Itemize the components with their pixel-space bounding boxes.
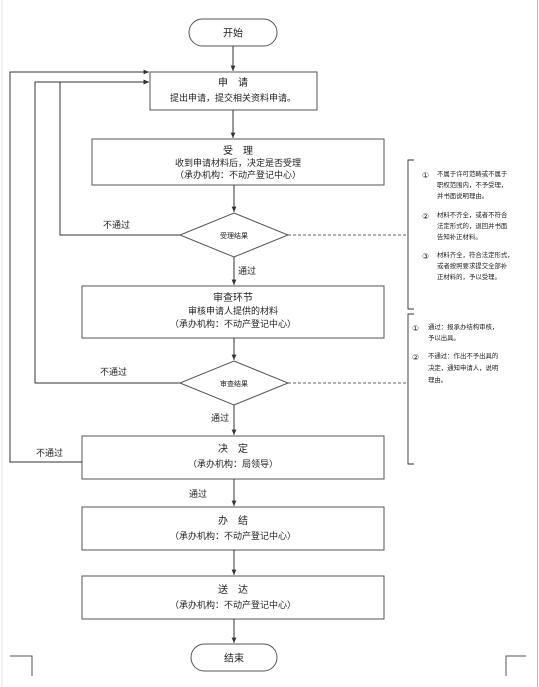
- step-review-line-2: （承办机构：不动产登记中心）: [170, 318, 296, 330]
- start-node: 开始: [188, 18, 278, 47]
- step-decide-line-1: （承办机构：局领导）: [188, 458, 278, 470]
- note1-item3-line3: 正材料的，予以受理。: [437, 272, 501, 281]
- label-pass-3: 通过: [189, 488, 207, 500]
- edge-fail-decide-loop: [9, 69, 149, 463]
- step-complete-line-1: （承办机构：不动产登记中心）: [170, 530, 296, 542]
- note1-item2-line1: 材料不齐全，或者不符合: [437, 210, 508, 219]
- decision-accept-label: 受理结果: [220, 231, 248, 240]
- note-accept-result: ① 不属于许可范畴或不属于 职权范围内，不予受理， 并书面说明理由。 ② 材料不…: [422, 169, 514, 281]
- bracket-note2: [407, 313, 414, 465]
- step-deliver-line-1: （承办机构：不动产登记中心）: [170, 599, 296, 611]
- step-decide-title: 决 定: [218, 442, 248, 455]
- step-complete-title: 办 结: [218, 514, 248, 527]
- step-deliver: 送 达 （承办机构：不动产登记中心）: [81, 575, 385, 620]
- note1-item2-line2: 法定形式的，退回并书面: [437, 221, 508, 230]
- step-apply-title: 申 请: [218, 76, 248, 89]
- label-fail-1: 不通过: [103, 219, 130, 231]
- step-accept: 受 理 收到申请材料后，决定是否受理 （承办机构：不动产登记中心）: [91, 138, 385, 186]
- note2-item2-line1: 不通过：作出不予出具的: [428, 351, 498, 360]
- page-corner-mark-right: [505, 655, 526, 676]
- note1-item1-line3: 并书面说明理由。: [437, 191, 488, 200]
- note2-item2-line3: 理由。: [428, 375, 447, 384]
- note1-item3-line2: 或者按照要求提交全部补: [437, 261, 508, 270]
- page-corner-mark-left: [10, 655, 33, 676]
- end-label: 结束: [224, 652, 244, 665]
- bracket-note1: [407, 159, 414, 310]
- note1-item1-num: ①: [422, 171, 429, 180]
- decision-review-label: 审查结果: [220, 379, 248, 388]
- step-accept-line-2: （承办机构：不动产登记中心）: [175, 169, 301, 181]
- step-apply: 申 请 提出申请，提交相关资料申请。: [149, 71, 318, 111]
- step-accept-title: 受 理: [223, 145, 253, 157]
- note1-item1-line1: 不属于许可范畴或不属于: [437, 169, 508, 178]
- step-review-title: 审查环节: [213, 291, 253, 304]
- step-review: 审查环节 审核申请人提供的材料 （承办机构：不动产登记中心）: [81, 285, 385, 339]
- note2-item2-line2: 决定，通知申请人，说明: [428, 363, 498, 372]
- step-deliver-title: 送 达: [218, 583, 248, 596]
- decision-review-result: 审查结果: [178, 360, 290, 406]
- note1-item2-num: ②: [422, 212, 429, 221]
- label-pass-1: 通过: [238, 265, 256, 277]
- label-fail-2: 不通过: [100, 366, 127, 378]
- decision-accept-result: 受理结果: [178, 212, 290, 258]
- note2-item1-line2: 予以出具。: [428, 333, 460, 342]
- note1-item3-line1: 材料齐全，符合法定形式，: [437, 250, 514, 259]
- edge-fail-review-loop: [34, 79, 180, 384]
- note-review-result: ① 通过：报承办结构审核， 予以出具。 ② 不通过：作出不予出具的 决定，通知申…: [412, 322, 498, 384]
- note1-item3-num: ③: [422, 252, 429, 261]
- end-node: 结束: [190, 643, 278, 672]
- step-accept-line-1: 收到申请材料后，决定是否受理: [175, 157, 301, 169]
- label-fail-3: 不通过: [36, 447, 63, 459]
- start-label: 开始: [223, 27, 243, 40]
- step-complete: 办 结 （承办机构：不动产登记中心）: [81, 506, 385, 551]
- note1-item1-line2: 职权范围内，不予受理，: [437, 180, 507, 189]
- label-pass-2: 通过: [211, 412, 229, 424]
- step-decide: 决 定 （承办机构：局领导）: [81, 435, 385, 480]
- note2-item1-line1: 通过：报承办结构审核，: [428, 322, 498, 331]
- note2-item1-num: ①: [412, 324, 419, 333]
- note2-item2-num: ②: [412, 353, 419, 362]
- step-review-line-1: 审核申请人提供的材料: [188, 305, 278, 317]
- note1-item2-line3: 告知补正材料。: [437, 232, 482, 241]
- step-apply-line-1: 提出申请，提交相关资料申请。: [170, 92, 296, 104]
